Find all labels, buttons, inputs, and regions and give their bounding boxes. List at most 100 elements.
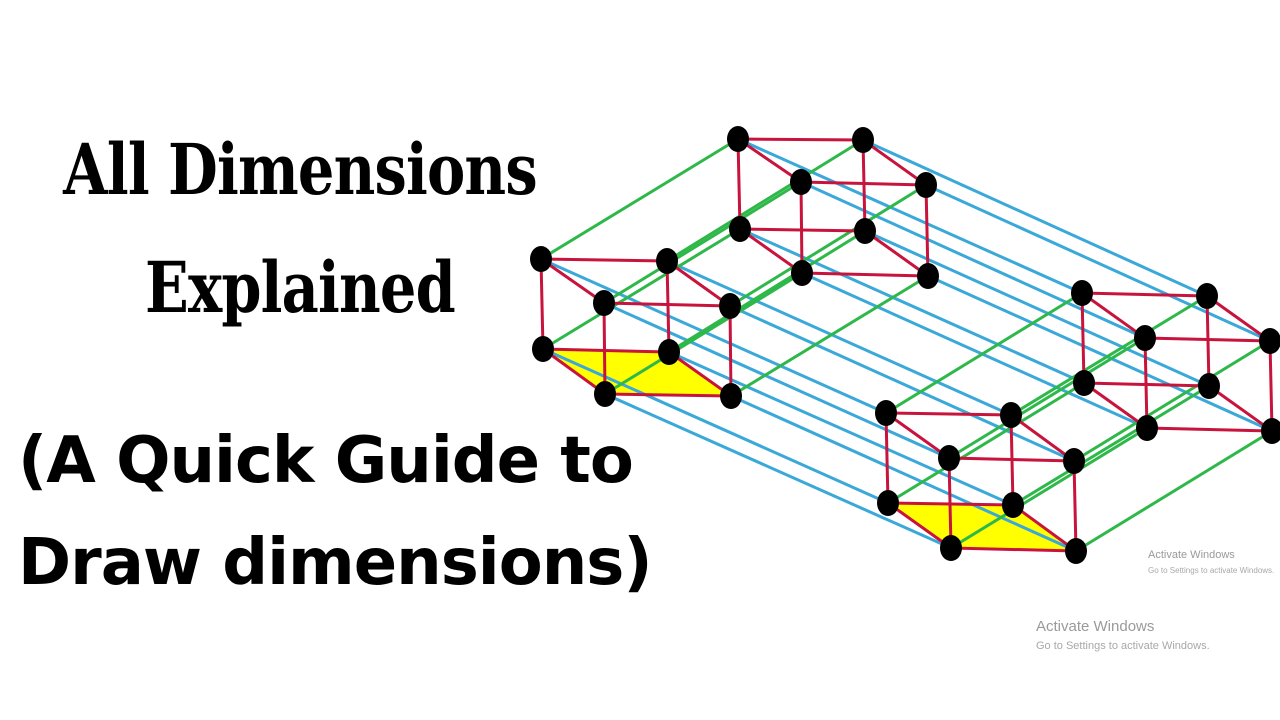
cube-edge [862,138,927,187]
blue-connector-edge [801,271,1148,430]
blue-connector-edge [739,227,1085,385]
cube-edge [1010,413,1075,463]
green-connector-edge [604,271,803,396]
cube-edge [887,501,952,550]
vertex-dot [875,400,897,426]
vertex-dot [656,248,678,274]
watermark-title: Activate Windows [1036,618,1155,635]
vertex-dot [1136,415,1158,441]
green-connector-edge [668,229,866,354]
cube-edge [799,181,804,274]
vertex-dot [917,263,939,289]
vertex-dot [1063,448,1085,474]
vertex-dot [1065,538,1087,564]
vertex-dot [593,290,615,316]
cube-edge [737,137,864,142]
blue-connector-edge [540,257,887,415]
vertex-dot [658,339,680,365]
cube-edge [801,271,929,278]
highlighted-face [888,503,1076,551]
green-connector-edge [887,381,1085,505]
cube-edge [1012,503,1077,553]
blue-connector-edge [864,229,1210,388]
cube-edge [666,259,731,308]
cube-edge [665,260,671,353]
vertex-dot [1198,373,1220,399]
vertex-dot [790,169,812,195]
cube-edge [884,412,890,504]
vertex-dot [1000,402,1022,428]
cube-edge [924,184,930,277]
green-connector-edge [1073,339,1271,463]
watermark-subtitle: Go to Settings to activate Windows. [1148,566,1275,575]
cube-edge [542,347,606,396]
cube-edge [540,257,605,305]
cube-edge [1146,426,1273,433]
blue-connector-edge [800,180,1146,340]
blue-connector-edge [603,301,950,460]
blue-connector-edge [668,350,1014,507]
cube-edge [864,229,929,278]
cube-edge [539,258,545,350]
cube-edge [1083,381,1148,430]
subtitle-line-2: Draw dimensions) [18,526,653,600]
blue-connector-edge [737,137,1083,295]
vertex-dot [1073,370,1095,396]
vertex-dot [594,381,616,407]
cube-edge [604,392,732,398]
vertex-dot [791,260,813,286]
green-connector-edge [950,426,1148,550]
vertex-dot [1196,283,1218,309]
vertex-dot [727,126,749,152]
blue-connector-edge [604,392,952,550]
cube-edge [739,227,803,275]
cube-edge [1072,460,1078,552]
vertex-dot [1134,325,1156,351]
vertex-dot [1261,418,1280,444]
cube-edge [885,411,950,460]
cube-edge [885,411,1012,417]
cube-edge [737,137,802,184]
green-connector-edge [603,180,802,305]
blue-connector-edge [862,138,1208,298]
green-connector-edge [1010,294,1208,417]
blue-connector-edge [542,347,889,505]
vertex-dot [1002,492,1024,518]
vertex-dot [877,490,899,516]
green-connector-edge [1012,384,1210,507]
vertex-dot [852,127,874,153]
cube-edge [1268,340,1274,432]
cube-edge [1206,294,1271,343]
cube-edge [728,305,733,397]
title-line-2: Explained [145,246,456,329]
green-connector-edge [666,138,864,263]
green-connector-edge [729,183,927,308]
cube-edge [540,257,668,263]
cube-edge [861,139,867,232]
blue-connector-edge [666,259,1012,417]
green-connector-edge [948,336,1146,460]
title-line-1: All Dimensions [63,128,537,211]
cube-edge [1080,292,1086,384]
cube-edge [950,546,1077,553]
blue-connector-edge [729,304,1075,463]
vertex-dot [1259,328,1280,354]
highlighted-face [543,349,731,396]
subtitle-line-1: (A Quick Guide to [18,424,634,498]
vertex-dot [719,293,741,319]
cube-edge [1205,295,1211,387]
vertex-dot [530,246,552,272]
vertex-dot [720,383,742,409]
cube-edge [736,138,742,230]
blue-connector-edge [927,274,1273,433]
green-connector-edge [730,274,929,398]
vertex-dot [915,172,937,198]
cube-edge [947,457,953,549]
cube-edge [1143,337,1149,429]
green-connector-edge [1075,429,1273,553]
green-connector-edge [542,227,741,351]
cube-edge [1081,291,1208,298]
blue-connector-edge [730,394,1077,553]
green-connector-edge [540,137,739,261]
cube-edge [602,302,607,395]
